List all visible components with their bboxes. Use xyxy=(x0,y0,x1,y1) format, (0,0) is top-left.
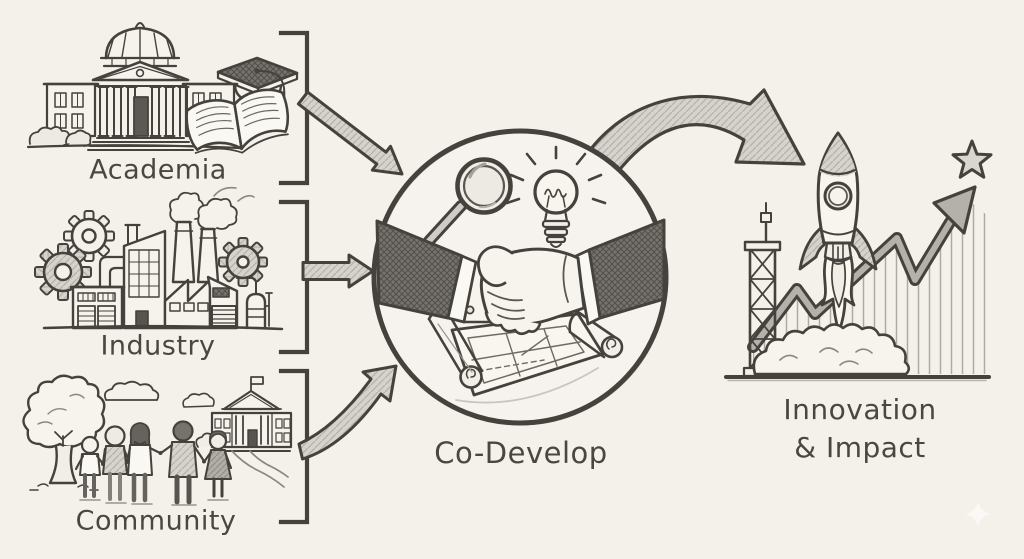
impact-illustration xyxy=(724,131,993,382)
right-roll xyxy=(568,310,618,359)
sparkle-watermark xyxy=(965,501,991,527)
finger-lines xyxy=(487,291,525,320)
curved-arrow-codevelop-to-impact xyxy=(588,88,806,184)
knuckles xyxy=(484,311,542,336)
dark-window xyxy=(212,287,230,298)
community-label: Community xyxy=(75,505,237,537)
door xyxy=(135,310,149,329)
academia-illustration xyxy=(26,22,299,154)
colonnade xyxy=(97,86,190,137)
industry-illustration xyxy=(34,186,284,331)
arrow-community-to-codevelop xyxy=(297,364,398,461)
filament xyxy=(544,188,567,198)
left-fin xyxy=(798,225,826,271)
path xyxy=(231,450,289,488)
rocket-icon xyxy=(798,131,878,335)
person-head xyxy=(172,420,194,442)
bush xyxy=(65,129,92,147)
growth-arrow-icon xyxy=(747,185,977,353)
arrow-industry-to-codevelop xyxy=(301,253,375,289)
codevelop-circle xyxy=(371,128,669,426)
launch-tower-icon xyxy=(742,202,783,378)
magnifier-icon xyxy=(423,157,513,247)
window-grid xyxy=(169,302,209,312)
handshake-icon xyxy=(375,218,666,336)
cloud-icon xyxy=(182,392,215,408)
factory-icon xyxy=(42,186,284,331)
cufflink xyxy=(465,305,475,315)
entrance-door xyxy=(133,96,149,137)
door xyxy=(247,429,258,448)
pipe xyxy=(236,277,257,295)
right-cuff xyxy=(574,248,602,326)
person-head xyxy=(104,425,126,447)
chimney xyxy=(196,227,220,284)
academia-label: Academia xyxy=(89,154,227,186)
community-illustration xyxy=(22,374,293,506)
flag xyxy=(250,376,264,393)
person-head xyxy=(80,435,100,455)
nose-cone xyxy=(820,135,856,177)
left-roll xyxy=(427,309,484,383)
star-icon xyxy=(951,139,993,179)
people-holding-hands-icon xyxy=(74,420,233,506)
tall-building xyxy=(122,229,167,330)
impact-label-line2: & Impact xyxy=(794,431,926,464)
arrow-academia-to-codevelop xyxy=(296,90,404,176)
window-grid xyxy=(128,249,160,298)
sawtooth-hall xyxy=(163,278,212,330)
industry-label: Industry xyxy=(100,330,216,362)
tree-icon xyxy=(22,374,106,491)
thumb xyxy=(476,245,514,288)
pipe xyxy=(264,292,273,327)
pipe xyxy=(98,255,128,289)
impact-label-line1: Innovation xyxy=(783,393,937,426)
strip-windows xyxy=(77,292,116,302)
light-rays xyxy=(505,145,607,205)
gear-icon xyxy=(63,210,115,262)
columns xyxy=(235,415,269,445)
open-book-icon xyxy=(185,88,290,154)
hair xyxy=(209,430,227,441)
tank xyxy=(245,292,267,330)
impact-label: Innovation & Impact xyxy=(783,391,936,467)
codevelop-label: Co-Develop xyxy=(434,436,608,470)
right-fin xyxy=(850,225,878,271)
smoke-cloud-icon xyxy=(752,322,911,376)
blueprint-scroll-icon xyxy=(427,308,624,404)
smoke-icon xyxy=(169,186,255,230)
lightbulb-icon xyxy=(505,145,607,248)
input-arrows xyxy=(296,90,404,461)
cloud-icon xyxy=(103,380,160,401)
